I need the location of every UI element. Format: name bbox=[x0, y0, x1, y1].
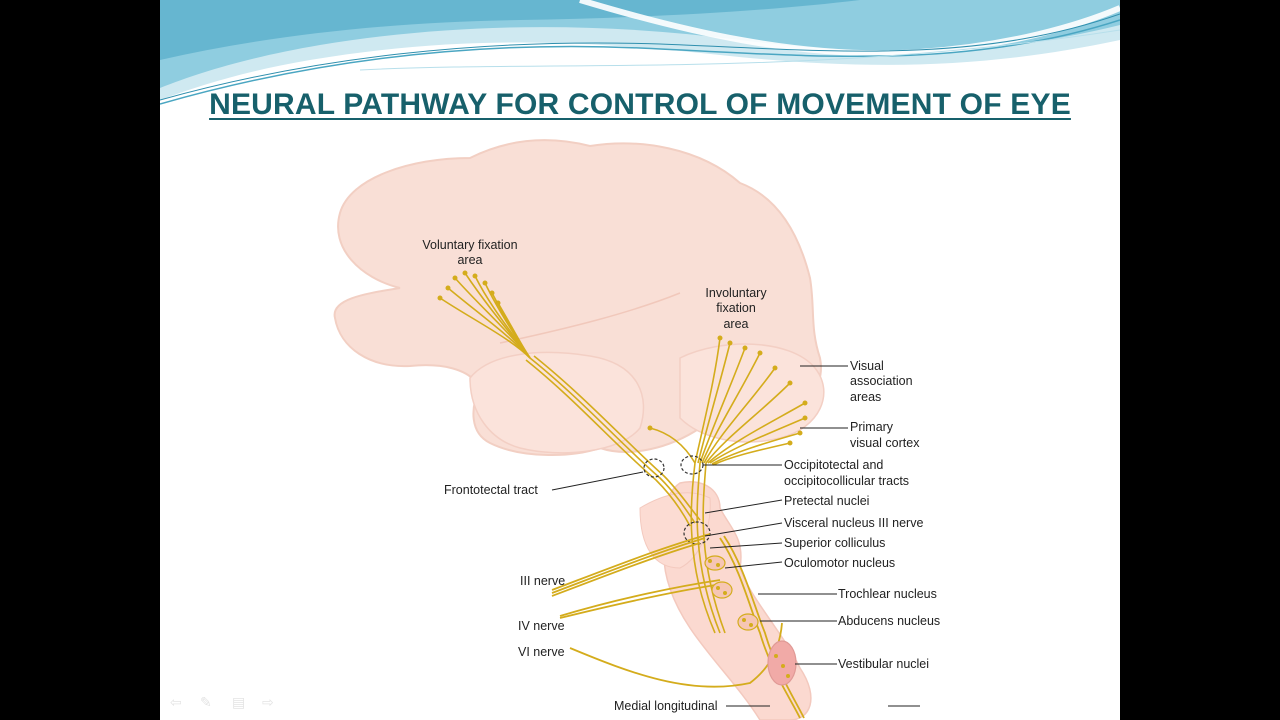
label-primary-visual-2: visual cortex bbox=[850, 436, 920, 450]
label-iv-nerve: IV nerve bbox=[518, 619, 565, 633]
slide: NEURAL PATHWAY FOR CONTROL OF MOVEMENT O… bbox=[160, 0, 1120, 720]
label-superior-colliculus: Superior colliculus bbox=[784, 536, 885, 550]
label-oculomotor-nucleus: Oculomotor nucleus bbox=[784, 556, 895, 570]
diagram-panel: Voluntary fixation area Involuntary fixa… bbox=[320, 128, 960, 720]
slide-banner-decoration bbox=[160, 0, 1120, 105]
slide-menu-icon[interactable]: ▤ bbox=[232, 694, 246, 710]
eye-movement-pathway-diagram: Voluntary fixation area Involuntary fixa… bbox=[333, 139, 940, 720]
label-primary-visual-1: Primary bbox=[850, 420, 894, 434]
label-voluntary-fixation-1: Voluntary fixation bbox=[422, 238, 517, 252]
pretectal-marker bbox=[683, 521, 711, 545]
voluntary-fiber-endpoints bbox=[437, 270, 501, 306]
back-arrow-icon[interactable]: ⇦ bbox=[170, 694, 182, 710]
nucleus-dots bbox=[708, 559, 790, 678]
pen-icon[interactable]: ✎ bbox=[200, 694, 212, 710]
label-voluntary-fixation-2: area bbox=[457, 253, 482, 267]
forward-arrow-icon[interactable]: ⇨ bbox=[262, 694, 274, 710]
involuntary-fixation-fibers bbox=[649, 337, 806, 634]
frontotectal-tract-marker bbox=[643, 458, 665, 478]
label-visual-association-1: Visual bbox=[850, 359, 884, 373]
label-abducens-nucleus: Abducens nucleus bbox=[838, 614, 940, 628]
label-occipitotectal-1: Occipitotectal and bbox=[784, 458, 883, 472]
leader-lines bbox=[551, 365, 920, 707]
label-pretectal-nuclei: Pretectal nuclei bbox=[784, 494, 869, 508]
label-visual-association-2: association bbox=[850, 374, 913, 388]
label-vi-nerve: VI nerve bbox=[518, 645, 565, 659]
sulcus-line bbox=[499, 292, 681, 344]
label-involuntary-fixation-2: fixation bbox=[716, 301, 756, 315]
label-involuntary-fixation-3: area bbox=[723, 317, 748, 331]
slide-title: NEURAL PATHWAY FOR CONTROL OF MOVEMENT O… bbox=[209, 88, 1071, 121]
occipital-lobe-shape bbox=[679, 343, 825, 443]
label-vestibular-nuclei: Vestibular nuclei bbox=[838, 657, 929, 671]
label-visceral-nucleus: Visceral nucleus III nerve bbox=[784, 516, 923, 530]
label-occipitotectal-2: occipitocollicular tracts bbox=[784, 474, 909, 488]
label-involuntary-fixation-1: Involuntary bbox=[705, 286, 767, 300]
label-medial-longitudinal: Medial longitudinal bbox=[614, 699, 718, 713]
involuntary-fiber-endpoints bbox=[647, 335, 808, 446]
label-frontotectal-tract: Frontotectal tract bbox=[444, 483, 538, 497]
label-visual-association-3: areas bbox=[850, 390, 881, 404]
voluntary-fixation-fibers bbox=[439, 272, 701, 527]
label-iii-nerve: III nerve bbox=[520, 574, 565, 588]
label-trochlear-nucleus: Trochlear nucleus bbox=[838, 587, 937, 601]
